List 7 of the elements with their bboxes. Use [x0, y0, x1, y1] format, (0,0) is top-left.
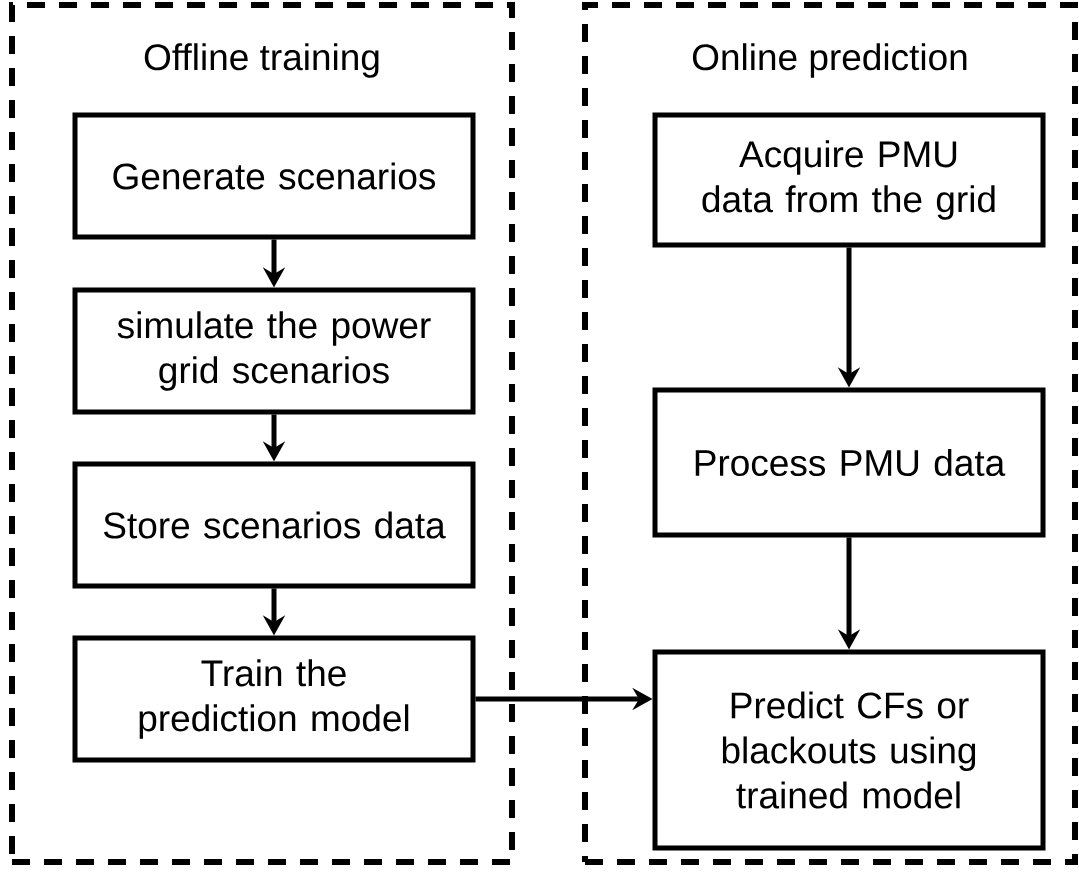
process-box: Process PMU data: [652, 387, 1046, 538]
process-box: Predict CFs or blackouts using trained model: [652, 649, 1046, 851]
process-box: Train the prediction model: [72, 635, 476, 763]
process-box: Generate scenarios: [72, 112, 476, 240]
process-box: simulate the power grid scenarios: [72, 287, 476, 415]
process-box: Store scenarios data: [72, 461, 476, 589]
process-box: Acquire PMU data from the grid: [652, 112, 1046, 248]
